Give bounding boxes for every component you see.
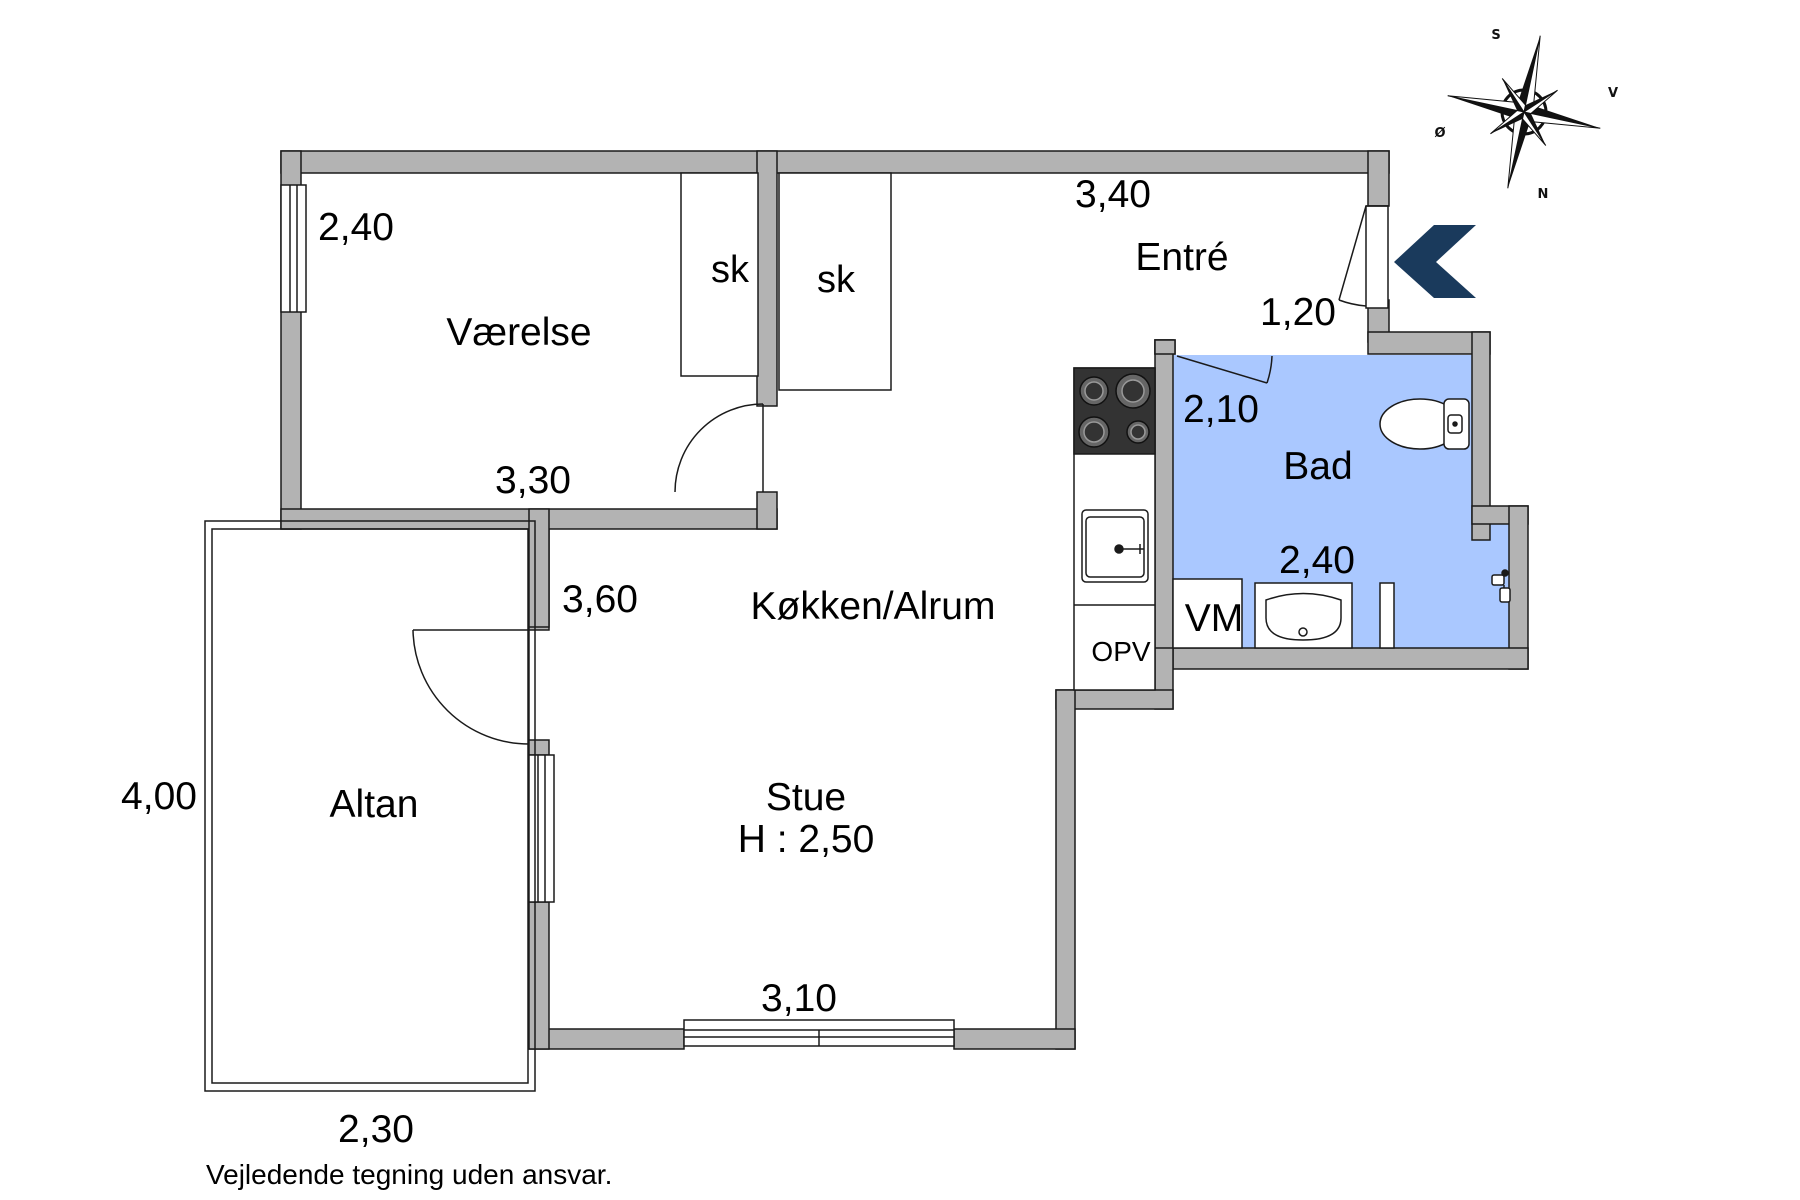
dim-kokken-width: 3,60 (562, 578, 638, 621)
closet-2 (778, 172, 892, 391)
closet-2-label: sk (817, 259, 856, 301)
disclaimer: Vejledende tegning uden ansvar. (206, 1159, 612, 1190)
room-label-stue-height: H : 2,50 (738, 818, 875, 861)
room-label-entre: Entré (1135, 236, 1228, 279)
room-label-bad: Bad (1283, 445, 1352, 488)
dim-altan-height: 4,00 (121, 775, 197, 818)
door-entrance (1338, 205, 1389, 309)
dim-vaerelse-length: 3,30 (495, 459, 571, 502)
washing-machine-label: VM (1185, 597, 1244, 640)
dim-entre-length: 3,40 (1075, 173, 1151, 216)
shower-icon (1491, 569, 1511, 603)
compass-south: S (1491, 28, 1500, 43)
washing-machine (1172, 578, 1243, 649)
bathroom-fixtures (1172, 398, 1511, 649)
closet-1 (680, 172, 759, 377)
closets (680, 172, 892, 391)
room-label-stue: Stue (766, 776, 846, 819)
window-living-side (528, 754, 555, 903)
door-bathroom (1176, 355, 1273, 384)
room-label-vaerelse: Værelse (446, 311, 591, 354)
compass-east: Ø (1434, 126, 1445, 141)
toilet-icon (1379, 398, 1470, 450)
doors (412, 205, 1389, 745)
windows (280, 184, 955, 1047)
dim-bad-width: 2,10 (1183, 388, 1259, 431)
shower-partition (1379, 582, 1395, 649)
stove-icon (1073, 367, 1156, 455)
door-bedroom (674, 403, 764, 493)
dim-bad-length: 2,40 (1279, 539, 1355, 582)
compass-north: N (1538, 187, 1549, 202)
compass-rose-icon: S V N Ø (1434, 28, 1618, 202)
closet-1-label: sk (711, 249, 750, 291)
dishwasher-label: OPV (1091, 636, 1150, 667)
door-balcony (412, 629, 530, 745)
dim-vaerelse-width: 2,40 (318, 206, 394, 249)
room-label-kokken: Køkken/Alrum (751, 585, 996, 628)
dim-altan-width: 2,30 (338, 1108, 414, 1151)
entrance-arrow-icon (1394, 225, 1476, 298)
window-bedroom (280, 184, 307, 313)
kitchen-counter (1073, 367, 1156, 691)
room-label-altan: Altan (330, 783, 419, 826)
compass-west: V (1608, 86, 1618, 101)
window-living-bottom (683, 1019, 955, 1047)
dim-entre-width: 1,20 (1260, 291, 1336, 334)
dim-stue-length: 3,10 (761, 977, 837, 1020)
sink-icon (1081, 509, 1149, 583)
balcony (204, 520, 536, 1092)
washbasin-icon (1254, 582, 1353, 649)
